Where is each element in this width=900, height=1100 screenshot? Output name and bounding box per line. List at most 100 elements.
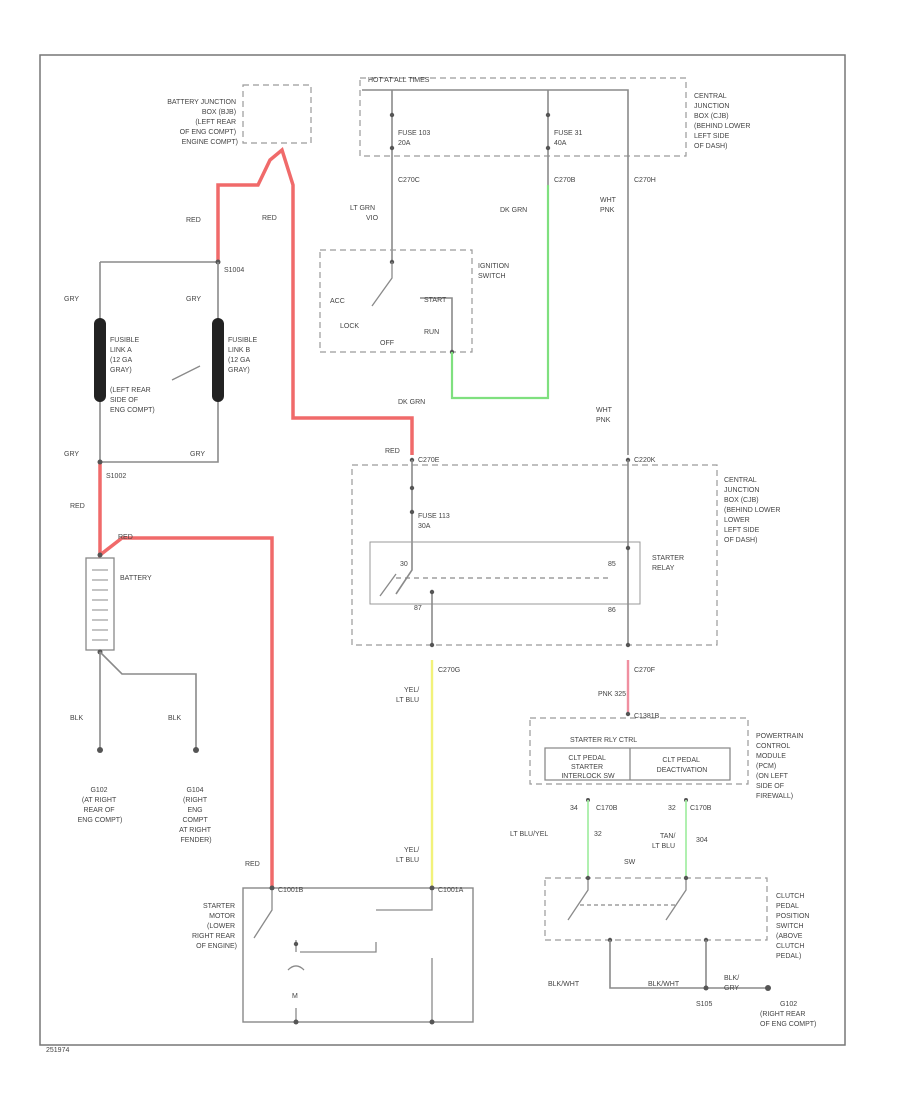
c270c-label: C270C — [398, 177, 420, 184]
ground-g104 — [193, 747, 199, 753]
wire-label-red-2: RED — [262, 215, 277, 222]
wire-32-label: 32 — [594, 831, 602, 838]
gry-label-1: GRY — [64, 296, 79, 303]
c170b-label-2: C170B — [690, 805, 712, 812]
starter-motor-box — [242, 887, 474, 1023]
clutch-switch-label: CLUTCH PEDAL POSITION SWITCH (ABOVE CLUT… — [776, 893, 811, 960]
battery-cells — [92, 569, 108, 641]
s1002-label: S1002 — [106, 473, 126, 480]
ign-lock-label: LOCK — [340, 323, 359, 330]
pcm-label: POWERTRAIN CONTROL MODULE (PCM) (ON LEFT… — [756, 733, 805, 800]
battery-feed-wire-red — [216, 146, 414, 455]
dk-grn-label-2: DK GRN — [398, 399, 425, 406]
blk-wht-label-2: BLK/WHT — [648, 981, 680, 988]
blk-label-2: BLK — [168, 715, 182, 722]
wire-304-label: 304 — [696, 837, 708, 844]
ground-g102-right — [765, 985, 771, 991]
fuse-103-label: FUSE 103 20A — [398, 130, 432, 147]
hot-bus-wire — [362, 89, 629, 455]
clutch-pin-b — [683, 875, 689, 881]
ignition-switch-label: IGNITION SWITCH — [478, 263, 511, 280]
c270h-label: C270H — [634, 177, 656, 184]
ign-acc-label: ACC — [330, 298, 345, 305]
ign-start-label: START — [424, 297, 447, 304]
gry-label-3: GRY — [64, 451, 79, 458]
ground-g102 — [97, 747, 103, 753]
yel-lt-blu-label-1: YEL/ LT BLU — [396, 687, 421, 704]
c270g-label: C270G — [438, 667, 460, 674]
pcm-box — [529, 717, 749, 785]
clutch-contact-b — [665, 880, 687, 921]
starter-solenoid-feed — [376, 890, 433, 911]
ignition-run-wire-green — [450, 185, 550, 400]
clutch-switch-box — [544, 877, 768, 941]
fusible-link-a — [94, 318, 106, 402]
relay-pin-85: 85 — [608, 561, 616, 568]
relay-pin-30: 30 — [400, 561, 408, 568]
blk-grey-label: BLK/ GRY — [724, 975, 741, 992]
hot-at-all-times-label: HOT AT ALL TIMES — [368, 77, 430, 84]
splice-s1002 — [97, 459, 103, 465]
relay-pin-87: 87 — [414, 605, 422, 612]
tan-lt-blu-label: TAN/ LT BLU — [652, 833, 677, 850]
c270g-pin — [429, 642, 435, 648]
blk-wht-label-1: BLK/WHT — [548, 981, 580, 988]
battery-positive-terminal — [97, 552, 103, 558]
starter-rly-ctrl-label: STARTER RLY CTRL — [570, 737, 637, 744]
clutch-pin-a — [585, 875, 591, 881]
c1001b-pin — [269, 885, 275, 891]
battery-ground-wire-2 — [99, 651, 197, 748]
lt-grn-label: LT GRN VIO — [350, 205, 379, 222]
lt-blu-yel-label: LT BLU/YEL — [510, 831, 548, 838]
fuse-31-label: FUSE 31 40A — [554, 130, 584, 147]
wire-label-red-1: RED — [186, 217, 201, 224]
c170b-label-1: C170B — [596, 805, 618, 812]
dk-grn-label-1: DK GRN — [500, 207, 527, 214]
starter-ground-dot-b — [429, 1019, 435, 1025]
c1001a-pin — [429, 885, 435, 891]
pnk-325-label: PNK 325 — [598, 691, 626, 698]
ignition-run-contact — [420, 297, 453, 352]
fuse-31-top — [545, 112, 551, 118]
battery-symbol — [85, 557, 115, 651]
fusible-link-b-label: FUSIBLE LINK B (12 GA GRAY) — [228, 337, 259, 374]
ignition-switch-arm — [371, 262, 393, 307]
relay-85-pin — [625, 545, 631, 551]
pin-32-label: 32 — [668, 805, 676, 812]
starter-plunger-dot — [293, 941, 299, 947]
fuse-103-bottom — [389, 145, 395, 151]
diagram-id-label: 251974 — [46, 1047, 69, 1054]
g102b-label: G102 (RIGHT REAR OF ENG COMPT) — [760, 1001, 816, 1028]
c220k-label: C220K — [634, 457, 656, 464]
fusible-link-b — [212, 318, 224, 402]
starter-spring-symbol — [287, 965, 305, 971]
g104-label: G104 (RIGHT ENG COMPT AT RIGHT FENDER) — [179, 787, 213, 844]
gry-label-4: GRY — [190, 451, 205, 458]
starter-relay-label: STARTER RELAY — [652, 555, 686, 572]
cjb-top-box — [359, 77, 687, 157]
wire-label-red-3: RED — [385, 448, 400, 455]
c270e-label: C270E — [418, 457, 440, 464]
relay-pin-86: 86 — [608, 607, 616, 614]
wire-label-red-4: RED — [70, 503, 85, 510]
starter-ground-dot-a — [293, 1019, 299, 1025]
clutch-ground-wire — [609, 940, 707, 989]
ign-off-label: OFF — [380, 340, 394, 347]
blk-label-1: BLK — [70, 715, 84, 722]
wht-pnk-label-2: WHT PNK — [596, 407, 614, 424]
relay-87-pin — [429, 589, 435, 595]
starter-solenoid-contact — [253, 890, 273, 939]
wire-label-red-5: RED — [118, 534, 133, 541]
wire-sw-label: SW — [624, 859, 636, 866]
battery-junction-box — [242, 84, 312, 144]
s105-label: S105 — [696, 1001, 712, 1008]
wht-pnk-label-1: WHT PNK — [600, 197, 618, 214]
g102-label: G102 (AT RIGHT REAR OF ENG COMPT) — [78, 787, 123, 824]
battery-label: BATTERY — [120, 575, 152, 582]
relay-30-wire — [395, 460, 413, 595]
c1001a-label: C1001A — [438, 887, 464, 894]
starter-solenoid-coil — [300, 942, 377, 953]
starter-relay-outline — [369, 541, 641, 605]
cjb-starter-relay-box — [351, 464, 718, 646]
